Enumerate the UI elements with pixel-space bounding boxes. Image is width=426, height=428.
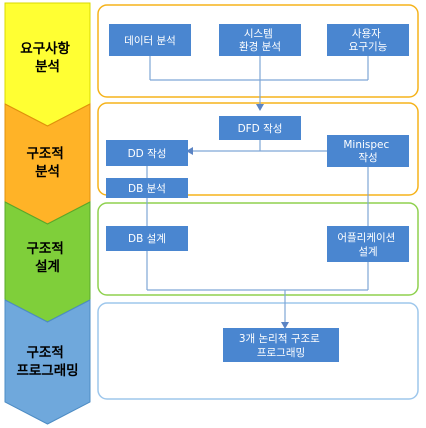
box-dfd: DFD 작성: [219, 116, 301, 140]
arrow-to-dfd: [256, 104, 264, 111]
svg-text:시스템 환경 분석: 시스템 환경 분석: [239, 28, 281, 53]
box-data-analysis: 데이터 분석: [109, 24, 191, 56]
box-minispec: Minispec 작성: [327, 135, 409, 167]
arrow-to-programming: [281, 322, 289, 329]
svg-text:DB 분석: DB 분석: [128, 183, 166, 195]
process-boxes: 데이터 분석 시스템 환경 분석 사용자 요구기능 DFD 작성 DD 작성: [106, 24, 409, 362]
box-dd: DD 작성: [106, 140, 188, 166]
svg-text:데이터 분석: 데이터 분석: [124, 35, 176, 47]
requirements-label: 요구사항 분석: [20, 40, 74, 75]
box-user-requirements: 사용자 요구기능: [327, 24, 409, 56]
box-db-design: DB 설계: [106, 226, 188, 251]
box-programming: 3개 논리적 구조로 프로그래밍: [223, 328, 339, 362]
structured-design-label: 구조적 설계: [27, 240, 69, 275]
svg-text:DB 설계: DB 설계: [128, 233, 166, 245]
svg-text:DFD 작성: DFD 작성: [238, 123, 283, 135]
box-system-env-analysis: 시스템 환경 분석: [219, 24, 301, 56]
structured-design-frame: [97, 202, 419, 296]
structured-analysis-label: 구조적 분석: [27, 145, 69, 180]
structured-programming-frame: [97, 302, 419, 400]
structured-programming-chevron: [4, 299, 91, 425]
svg-text:3개 논리적 구조로 프로그래밍: 3개 논리적 구조로 프로그래밍: [239, 333, 323, 359]
box-db-analysis: DB 분석: [106, 178, 188, 198]
svg-text:Minispec 작성: Minispec 작성: [343, 139, 392, 164]
structured-analysis-frame: [97, 102, 419, 196]
arrow-to-dd: [186, 147, 193, 155]
box-app-design: 어플리케이션 설계: [327, 226, 409, 262]
phase-frames: [97, 4, 419, 400]
svg-text:사용자 요구기능: 사용자 요구기능: [349, 28, 388, 53]
connectors: [146, 56, 369, 328]
svg-text:DD 작성: DD 작성: [128, 148, 167, 160]
svg-text:어플리케이션 설계: 어플리케이션 설계: [337, 232, 398, 258]
structured-programming-label: 구조적 프로그래밍: [16, 344, 78, 379]
phase-chevrons: 요구사항 분석 구조적 분석 구조적 설계 구조적 프로그래밍: [4, 2, 91, 425]
requirements-frame: [97, 4, 419, 98]
